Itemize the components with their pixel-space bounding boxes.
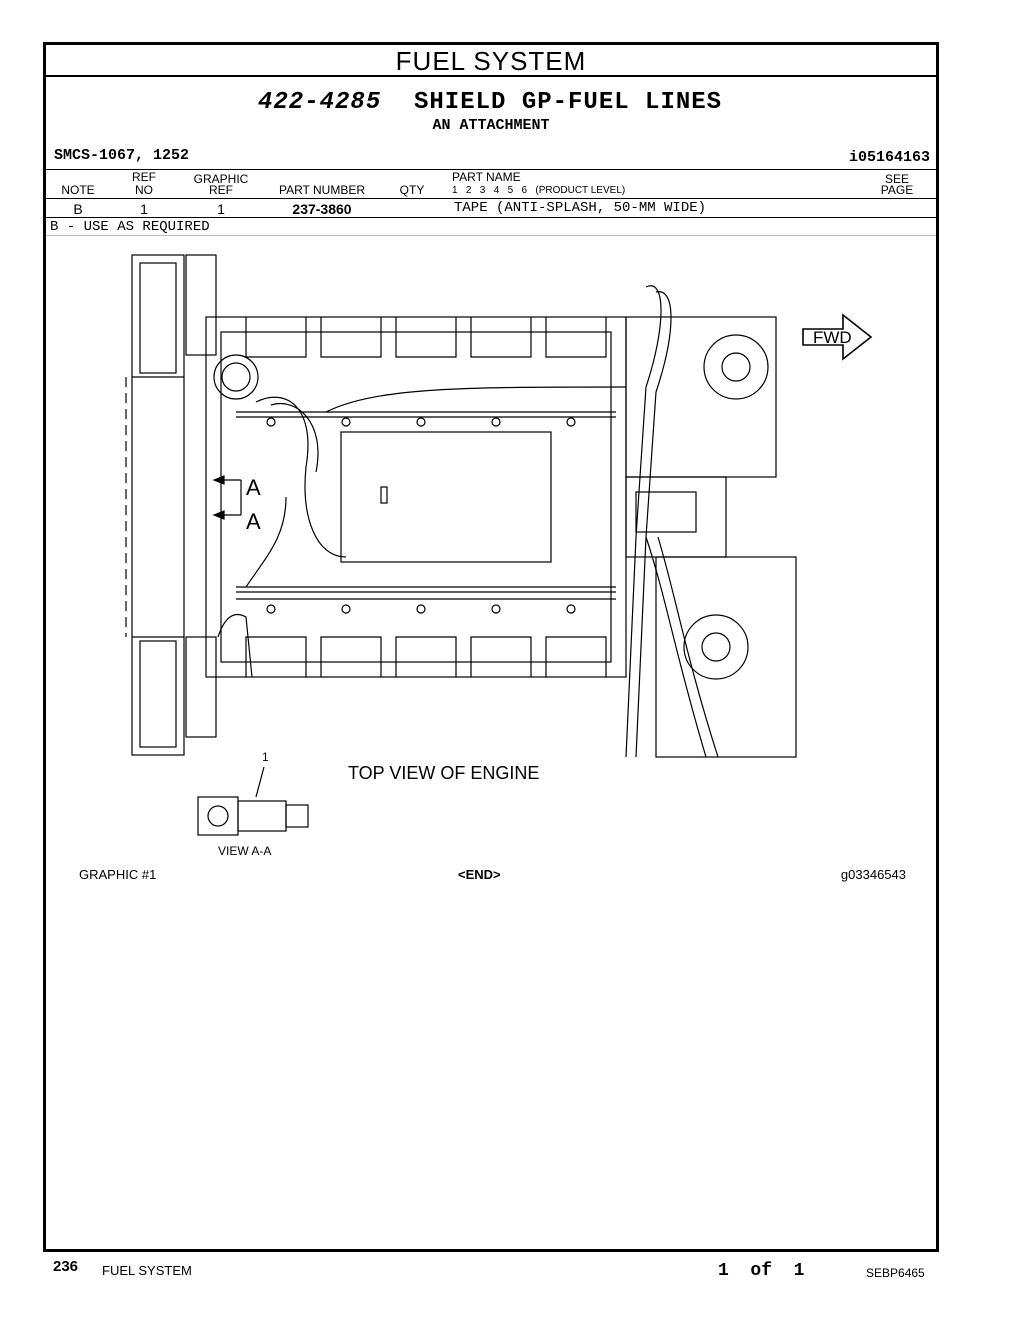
table-header-rule [46, 198, 936, 199]
page-frame: FUEL SYSTEM 422-4285 SHIELD GP-FUEL LINE… [43, 42, 939, 1252]
col-ref-no-top: REF [132, 170, 156, 184]
col-see-page-bottom: PAGE [880, 183, 914, 197]
col-graphic-ref-bottom: REF [209, 183, 233, 197]
engine-illustration: FWD A A TOP VIEW OF ENGINE 1 VIEW A-A [125, 254, 873, 858]
col-ref-no-bottom: NO [135, 183, 153, 197]
table-bottom-rule [46, 235, 936, 236]
col-note: NOTE [61, 183, 95, 197]
footer-section: FUEL SYSTEM [102, 1263, 192, 1278]
view-caption: VIEW A-A [218, 844, 271, 858]
section-title: FUEL SYSTEM [46, 45, 936, 77]
col-part-name: PART NAME [452, 170, 521, 184]
section-label-a-bottom: A [246, 509, 261, 534]
row-part-name: TAPE (ANTI-SPLASH, 50-MM WIDE) [454, 200, 707, 216]
table-top-rule [46, 169, 936, 170]
graphic-id: g03346543 [840, 867, 906, 882]
row-part-number: 237-3860 [292, 201, 352, 217]
col-see-page-top: SEE [884, 172, 909, 186]
col-qty: QTY [399, 183, 425, 197]
graphic-caption: TOP VIEW OF ENGINE [348, 763, 539, 783]
table-note: B - USE AS REQUIRED [50, 219, 210, 235]
row-note: B [73, 201, 83, 217]
fwd-label: FWD [813, 328, 852, 347]
table-row-rule [46, 217, 936, 218]
info-id: i05164163 [848, 149, 930, 166]
col-graphic-ref-top: GRAPHIC [193, 172, 249, 186]
part-group-number: 422-4285 [258, 89, 382, 116]
section-label-a-top: A [246, 475, 261, 500]
doc-id: SEBP6465 [866, 1266, 925, 1280]
row-graphic-ref: 1 [217, 201, 225, 217]
part-group-subtitle: AN ATTACHMENT [432, 117, 550, 134]
smcs-code: SMCS-1067, 1252 [54, 147, 190, 164]
col-product-levels: 1 2 3 4 5 6 (PRODUCT LEVEL) [452, 185, 626, 196]
row-ref-no: 1 [140, 201, 148, 217]
graphic-label: GRAPHIC #1 [79, 867, 157, 882]
col-part-number: PART NUMBER [278, 183, 365, 197]
pagination: 1 of 1 [718, 1261, 805, 1281]
page-number: 236 [53, 1258, 79, 1275]
part-group-name: SHIELD GP-FUEL LINES [414, 89, 723, 116]
callout-number: 1 [262, 750, 269, 764]
end-marker: <END> [458, 867, 501, 882]
